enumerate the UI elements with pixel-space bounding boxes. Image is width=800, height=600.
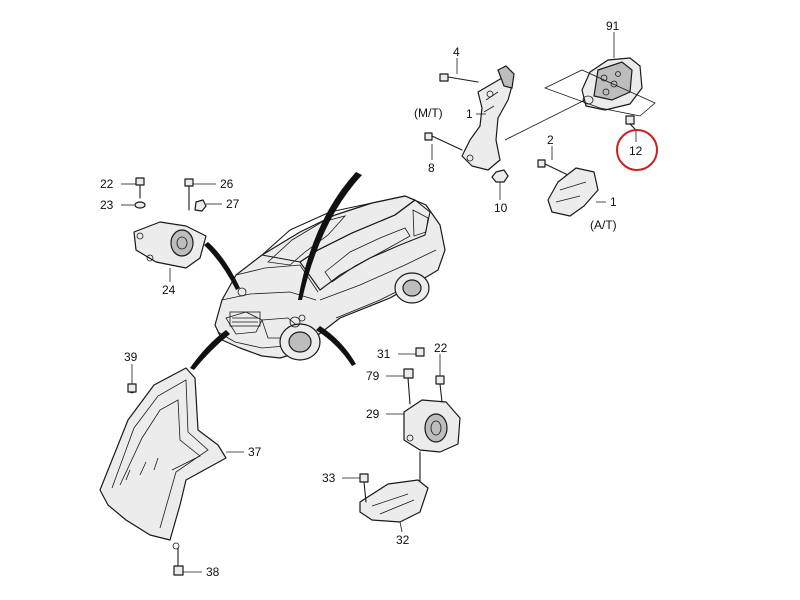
bolt-part-4 bbox=[439, 73, 479, 83]
callout-32: 32 bbox=[396, 533, 410, 547]
callout-22-left: 22 bbox=[100, 177, 114, 191]
callout-27: 27 bbox=[226, 197, 240, 211]
car-illustration bbox=[214, 195, 446, 361]
bolt-part-31 bbox=[415, 347, 425, 357]
callout-91: 91 bbox=[606, 19, 620, 33]
washer-part-23 bbox=[134, 201, 146, 209]
bolt-part-26 bbox=[184, 178, 194, 211]
callout-39: 39 bbox=[124, 350, 138, 364]
callout-2: 2 bbox=[547, 133, 554, 147]
bracket-part-1-at bbox=[547, 167, 599, 217]
bolt-part-8 bbox=[424, 132, 463, 151]
bolt-part-22b bbox=[435, 375, 445, 403]
callout-24: 24 bbox=[162, 283, 176, 297]
callout-22-right: 22 bbox=[434, 341, 448, 355]
callout-labels: 91 4 1 (M/T) 8 10 2 12 1 (A/T) 22 23 26 … bbox=[100, 19, 643, 579]
callout-1-at: 1 bbox=[610, 195, 617, 209]
pointer-sweeps bbox=[190, 172, 362, 370]
under-cover-part-37 bbox=[99, 367, 227, 550]
callout-38: 38 bbox=[206, 565, 220, 579]
bracket-part-32 bbox=[359, 451, 429, 523]
mount-part-24 bbox=[133, 221, 207, 269]
bolt-part-79 bbox=[403, 368, 414, 405]
callout-23: 23 bbox=[100, 198, 114, 212]
callout-31: 31 bbox=[377, 347, 391, 361]
highlight-circle bbox=[616, 129, 658, 171]
link-box bbox=[543, 69, 656, 117]
callout-10: 10 bbox=[494, 201, 508, 215]
nut-part-10 bbox=[491, 169, 509, 183]
callout-26: 26 bbox=[220, 177, 234, 191]
callout-at: (A/T) bbox=[590, 218, 617, 232]
callout-33: 33 bbox=[322, 471, 336, 485]
callout-79: 79 bbox=[366, 369, 380, 383]
bolt-part-39 bbox=[127, 383, 137, 393]
bracket-part-1-mt bbox=[461, 65, 515, 171]
nut-part-27 bbox=[194, 199, 207, 212]
bolt-part-22a bbox=[135, 177, 145, 199]
callout-12: 12 bbox=[629, 144, 643, 158]
callout-4: 4 bbox=[453, 45, 460, 59]
callout-1-mt: 1 bbox=[466, 107, 473, 121]
callout-mt: (M/T) bbox=[414, 106, 443, 120]
callout-37: 37 bbox=[248, 445, 262, 459]
leader-lines bbox=[121, 32, 637, 573]
callout-29: 29 bbox=[366, 407, 380, 421]
callout-8: 8 bbox=[428, 161, 435, 175]
bolt-part-38 bbox=[173, 547, 184, 576]
bolt-part-12 bbox=[625, 115, 637, 131]
mount-part-29 bbox=[403, 399, 461, 453]
bolt-part-2 bbox=[537, 159, 569, 176]
